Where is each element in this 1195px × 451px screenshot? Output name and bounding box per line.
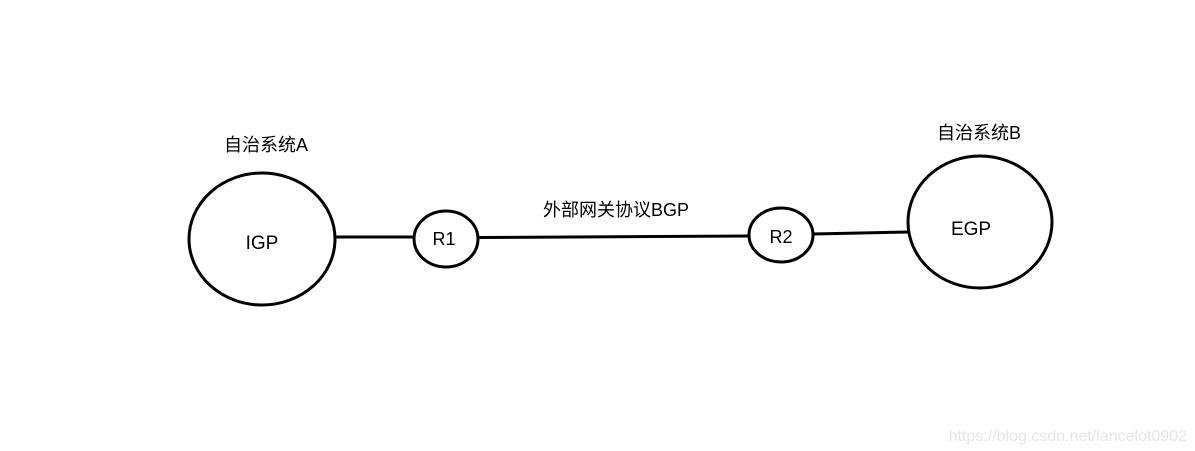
watermark: https://blog.csdn.net/lancelot0902: [949, 428, 1187, 445]
link-r2-egp: [812, 230, 910, 236]
r2-node-circle: [747, 206, 815, 264]
r1-node-circle: [412, 209, 480, 269]
r1-node-label: R1: [432, 229, 455, 249]
r2-node-label: R2: [769, 227, 792, 247]
egp-node-label: EGP: [951, 219, 991, 240]
link-r1-r2-bgp: [477, 234, 750, 239]
egp-node-circle: [906, 154, 1054, 290]
as-b-title: 自治系统B: [937, 123, 1021, 143]
igp-node-circle: [187, 171, 337, 307]
as-a-title: 自治系统A: [224, 135, 308, 155]
bgp-link-label: 外部网关协议BGP: [543, 200, 689, 220]
igp-node-label: IGP: [246, 233, 279, 254]
